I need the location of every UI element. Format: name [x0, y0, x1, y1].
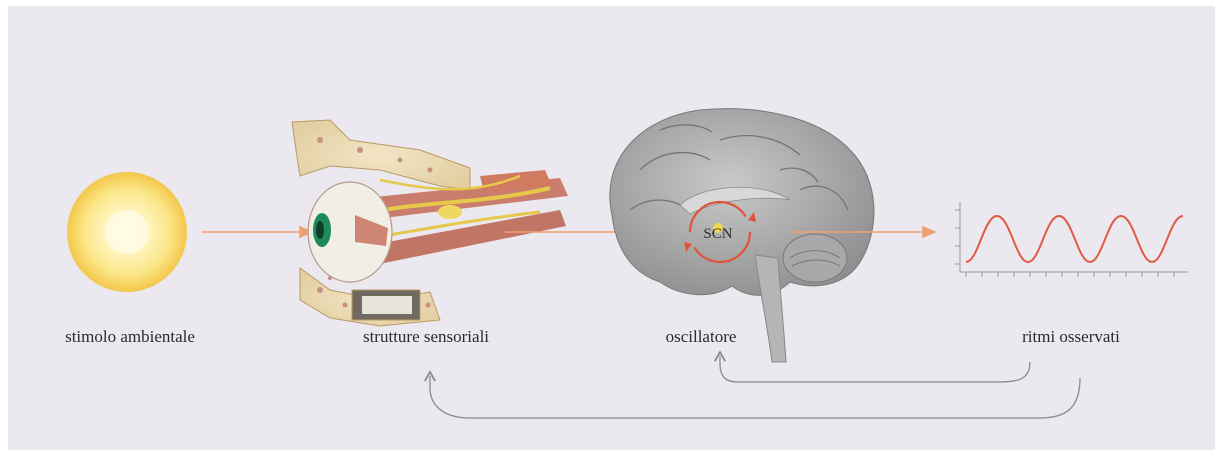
eye-anatomy-illustration — [292, 120, 568, 326]
label-stimolo-ambientale: stimolo ambientale — [65, 327, 195, 347]
sun-stimulus-icon — [67, 172, 187, 292]
label-oscillatore: oscillatore — [666, 327, 737, 347]
scn-label: SCN — [703, 226, 732, 242]
label-ritmi-osservati: ritmi osservati — [1022, 327, 1120, 347]
label-strutture-sensoriali: strutture sensoriali — [363, 327, 489, 347]
rhythm-waveform — [955, 202, 1188, 277]
brain-illustration — [610, 109, 874, 362]
rhythm-wave-line — [966, 216, 1183, 262]
feedback-arrow-to-oscillator — [720, 356, 1030, 382]
